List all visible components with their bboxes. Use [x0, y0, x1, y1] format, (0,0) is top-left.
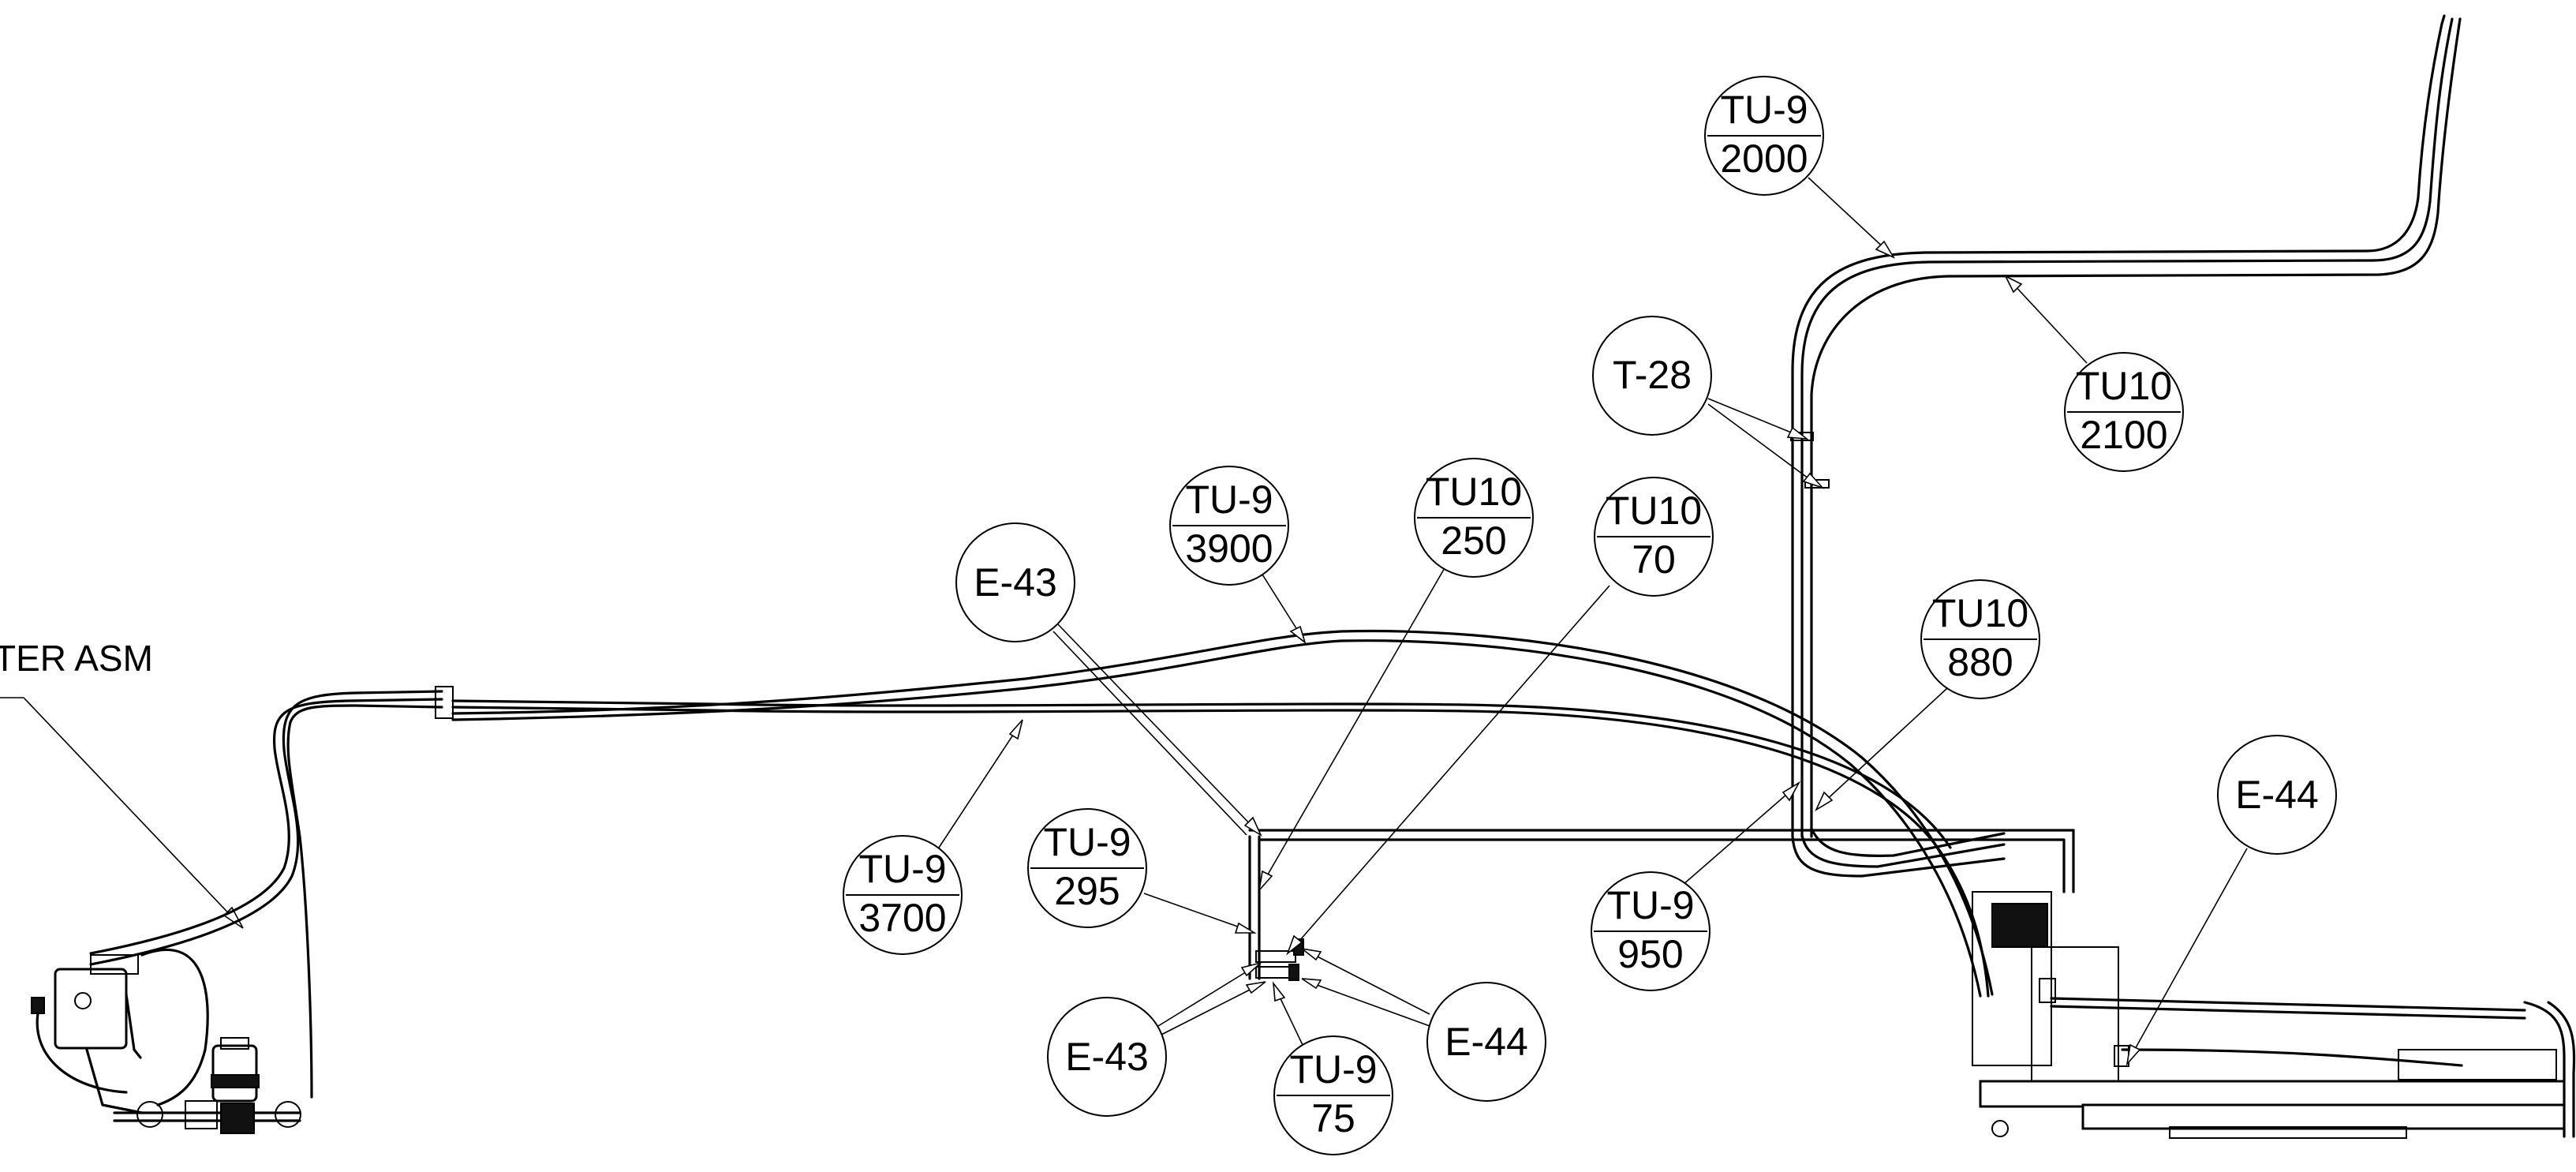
riser-hose-2 [89, 698, 443, 955]
right-machine [1972, 891, 2576, 1139]
callout-tu9-2000: TU-9 2000 [1704, 76, 1824, 196]
callout-text: E-44 [2235, 773, 2319, 817]
callout-tu9-3900: TU-9 3900 [1169, 466, 1289, 586]
frame-left-post [1248, 835, 1261, 980]
frame-top-rail [1248, 829, 2075, 841]
callout-bottom-text: 2100 [2080, 413, 2167, 457]
riser-hose-3 [286, 704, 443, 1099]
callout-top-text: TU-9 [1185, 477, 1273, 522]
middle-frame [1248, 829, 2075, 981]
assembly-leader [0, 697, 237, 923]
machine-upright-right [2031, 946, 2119, 1090]
callout-top-text: TU10 [1932, 591, 2028, 635]
riser-hose-1 [89, 690, 443, 966]
run-start-fitting [435, 686, 454, 719]
leaders [938, 177, 2248, 1066]
callout-tu9-75: TU-9 75 [1273, 1035, 1393, 1155]
callout-tu10-2100: TU10 2100 [2064, 352, 2184, 472]
machine-cover [2398, 1049, 2557, 1080]
valve-block [185, 1100, 218, 1129]
assembly-label: TER ASM [0, 638, 153, 679]
filter-stub [125, 993, 142, 1059]
filter-assembly-unit [31, 949, 301, 1134]
callout-bottom-text: 880 [1947, 640, 2013, 684]
callout-top-text: TU10 [1426, 470, 1522, 514]
wheel-right [275, 1101, 301, 1128]
tee-fitting-upper [1255, 950, 1296, 963]
main-hose-run [89, 629, 1994, 1099]
machine-top-line [2050, 997, 2526, 1020]
upper-arc-hose-outer [451, 629, 1994, 996]
callout-text: T-28 [1613, 353, 1692, 397]
callout-tu10-70: TU10 70 [1594, 477, 1714, 597]
pump-body [211, 1044, 258, 1103]
machine-right-hose-1 [2523, 1001, 2566, 1138]
callout-text: E-43 [1065, 1035, 1149, 1079]
filter-housing [54, 968, 128, 1050]
clip-lower [1804, 479, 1830, 489]
pump-top [220, 1037, 249, 1050]
callout-top-text: TU-9 [1720, 88, 1808, 132]
callout-tu9-950: TU-9 950 [1591, 871, 1710, 991]
elbow-lower [1288, 964, 1299, 981]
callout-text: E-44 [1445, 1020, 1528, 1064]
wheel-left [136, 1101, 163, 1128]
callout-bottom-text: 2000 [1720, 137, 1808, 181]
callout-t28: T-28 [1592, 316, 1712, 436]
callout-top-text: TU10 [2076, 364, 2172, 408]
callout-e43-lower: E-43 [1047, 997, 1167, 1117]
base-rail [113, 1111, 301, 1122]
machine-foot [1991, 1120, 2009, 1137]
left-hose [36, 1012, 128, 1094]
lower-straight-hose-inner [451, 699, 1952, 849]
riser-bottom-bend-1 [1791, 835, 2006, 878]
callout-e44-lower: E-44 [1426, 982, 1546, 1102]
callout-tu10-880: TU10 880 [1920, 579, 2040, 699]
top-run-hose-outer [1791, 14, 2446, 838]
vertical-riser-assembly [1790, 14, 2462, 878]
callout-e43-upper: E-43 [955, 522, 1075, 642]
callout-bottom-text: 3900 [1185, 526, 1273, 571]
callout-top-text: TU-9 [1289, 1047, 1377, 1091]
callout-bottom-text: 250 [1441, 519, 1506, 563]
pump-motor [220, 1103, 255, 1134]
filter-port [74, 992, 92, 1009]
callout-tu9-3700: TU-9 3700 [843, 835, 963, 955]
machine-bracket [2039, 978, 2056, 1003]
callout-top-text: TU-9 [1606, 883, 1694, 927]
frame-right-post [2062, 829, 2075, 893]
machine-bed-lower [2081, 1103, 2566, 1130]
callout-bottom-text: 75 [1311, 1096, 1355, 1140]
callout-bottom-text: 70 [1632, 537, 1676, 582]
pump-band [211, 1074, 260, 1088]
callout-top-text: TU-9 [1043, 820, 1131, 864]
riser-bottom-bend-2 [1800, 833, 2006, 868]
machine-bed-upper [1979, 1080, 2566, 1108]
callout-bottom-text: 295 [1054, 869, 1120, 913]
machine-control-box [1991, 903, 2048, 948]
loop-hose [140, 949, 209, 1106]
lower-straight-hose-outer [451, 706, 1990, 998]
machine-inner-hose [2121, 1048, 2463, 1067]
callout-bubbles: TU-9 2000 TU10 2100 T-28 TU-9 3900 TU10 … [843, 76, 2337, 1155]
callout-text: E-43 [974, 560, 1057, 605]
machine-skirt [2169, 1126, 2407, 1139]
riser-bottom-bend-3 [1810, 827, 2006, 857]
callout-tu10-250: TU10 250 [1414, 458, 1534, 578]
left-fitting [31, 997, 45, 1014]
callout-top-text: TU-9 [858, 847, 946, 891]
machine-right-hose-2 [2547, 1001, 2576, 1138]
callout-top-text: TU10 [1606, 489, 1702, 533]
drain-line [85, 1048, 144, 1114]
callout-e44-right: E-44 [2217, 735, 2337, 855]
callout-bottom-text: 3700 [858, 896, 946, 940]
top-run-hose-inner [1810, 17, 2462, 838]
callout-bottom-text: 950 [1617, 932, 1683, 976]
callout-tu9-295: TU-9 295 [1027, 808, 1147, 928]
top-run-hose-mid [1800, 17, 2454, 838]
